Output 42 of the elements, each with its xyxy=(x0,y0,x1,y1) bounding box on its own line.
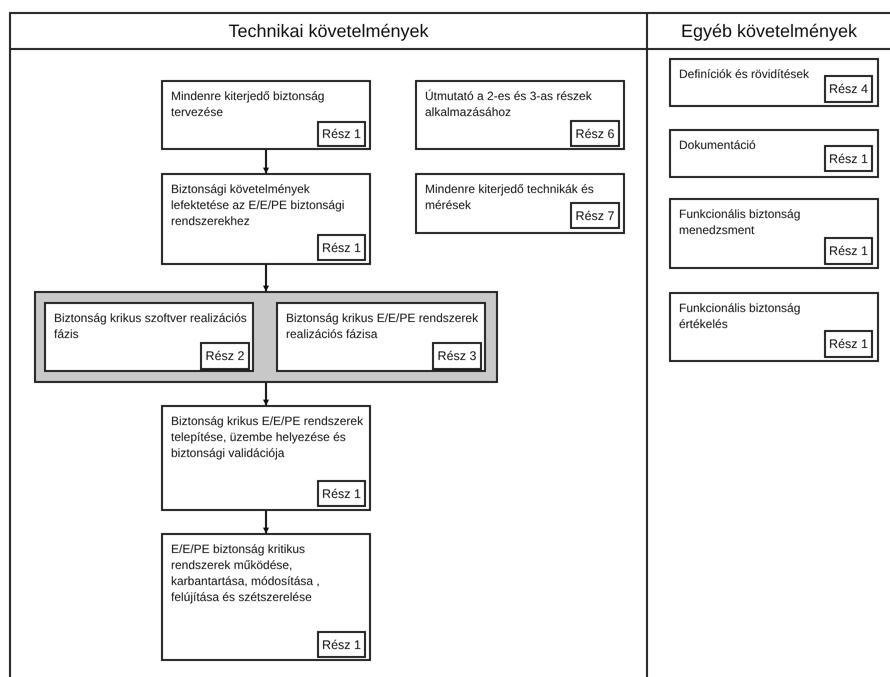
part-tag: Rész 1 xyxy=(317,121,366,147)
box-text: Útmutató a 2-es és 3-as részek alkalmazásához xyxy=(425,88,593,120)
part-tag: Rész 2 xyxy=(200,342,250,370)
box-text: Funkcionális biztonság értékelés xyxy=(679,300,802,332)
process-box xyxy=(669,129,879,178)
box-text: E/E/PE biztonság kritikus rendszerek működése, karbantartása, módosítása , felújítása és szétszerelése xyxy=(171,541,321,605)
process-box xyxy=(415,173,625,234)
part-tag: Rész 3 xyxy=(432,342,482,370)
process-box xyxy=(669,198,879,269)
process-box xyxy=(669,58,879,107)
box-text: Biztonság krikus E/E/PE rendszerek telepítése, üzembe helyezése és biztonsági validációja xyxy=(171,413,364,461)
group-panel xyxy=(34,291,498,383)
column-heading: Technikai követelmények xyxy=(227,20,430,43)
part-tag: Rész 1 xyxy=(824,145,873,172)
process-box xyxy=(161,533,371,661)
process-box xyxy=(161,80,371,150)
part-tag: Rész 6 xyxy=(570,120,620,147)
box-text: Dokumentáció xyxy=(679,137,757,153)
arrow xyxy=(263,150,269,174)
part-tag: Rész 1 xyxy=(317,480,366,507)
process-box xyxy=(276,302,486,372)
box-text: Funkcionális biztonság menedzsment xyxy=(679,206,802,238)
arrow xyxy=(263,383,269,406)
part-tag: Rész 1 xyxy=(317,234,366,261)
part-tag: Rész 1 xyxy=(317,631,366,658)
part-tag: Rész 4 xyxy=(824,75,873,103)
box-text: Definíciók és rövidítések xyxy=(679,66,810,82)
process-box xyxy=(669,292,879,362)
box-text: Mindenre kiterjedő biztonság tervezése xyxy=(171,88,326,120)
process-box xyxy=(161,173,371,265)
box-text: Biztonsági követelmények lefektetése az E/E/PE biztonsági rendszerekhez xyxy=(171,181,346,229)
process-box xyxy=(161,405,371,511)
process-box xyxy=(44,302,254,372)
process-box xyxy=(415,80,625,150)
arrow xyxy=(263,511,269,534)
arrow xyxy=(263,265,269,292)
part-tag: Rész 1 xyxy=(824,237,873,265)
box-text: Biztonság krikus szoftver realizációs fázis xyxy=(54,310,248,342)
column-heading: Egyéb követelmények xyxy=(680,20,858,43)
part-tag: Rész 1 xyxy=(824,330,873,358)
box-text: Biztonság krikus E/E/PE rendszerek realizációs fázisa xyxy=(286,310,480,342)
part-tag: Rész 7 xyxy=(570,202,620,229)
